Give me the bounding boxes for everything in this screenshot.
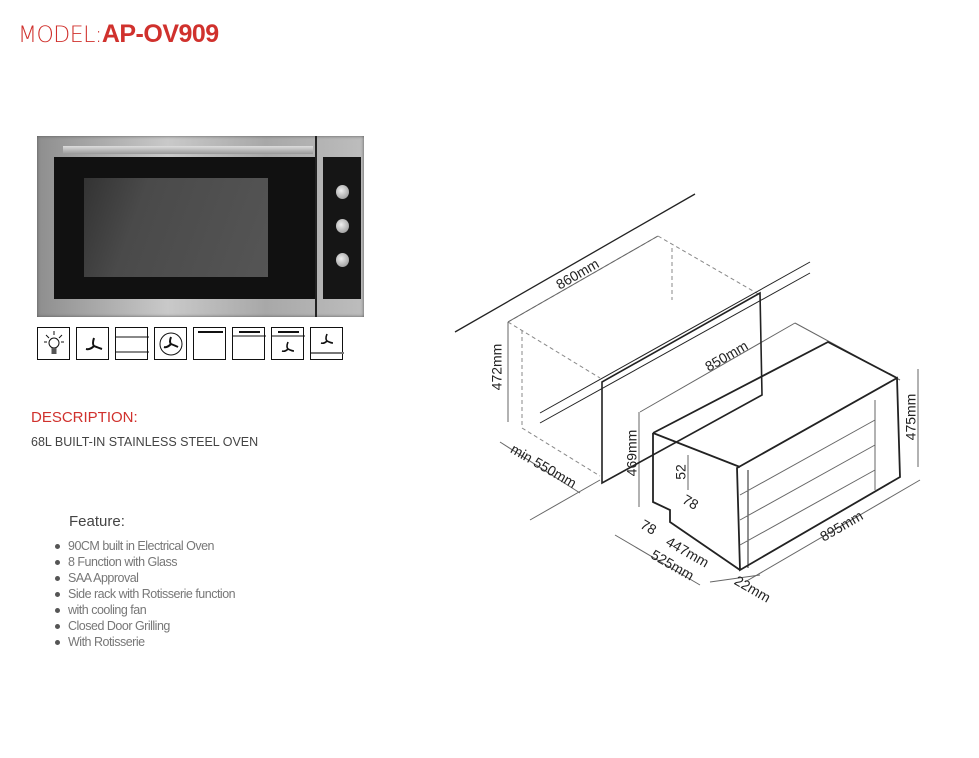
model-title: MODEL:AP-OV909 [18, 20, 219, 48]
list-item: SAA Approval [55, 570, 235, 586]
oven-door [54, 157, 315, 299]
dim-475: 475mm [903, 394, 919, 441]
list-item: 90CM built in Electrical Oven [55, 538, 235, 554]
light-bulb-icon [37, 327, 70, 360]
feature-heading: Feature: [69, 513, 125, 530]
description-text: 68L BUILT-IN STAINLESS STEEL OVEN [31, 435, 259, 449]
dim-860: 860mm [553, 255, 601, 292]
wall-line [454, 193, 696, 333]
glass-panel [601, 291, 763, 485]
top-bottom-heat-icon [115, 327, 149, 360]
bottom-fan-icon [310, 327, 344, 360]
oven-handle [63, 146, 313, 154]
feature-list: 90CM built in Electrical Oven 8 Function… [55, 538, 236, 650]
dim-850: 850mm [702, 337, 750, 374]
list-item: Closed Door Grilling [55, 618, 235, 634]
control-panel [315, 136, 366, 317]
fan-circle-icon [154, 327, 187, 360]
knob [336, 185, 349, 199]
list-item: Side rack with Rotisserie function [55, 586, 236, 602]
knob [336, 253, 349, 267]
dim-min-550: min 550mm [508, 441, 579, 491]
grill-fan-icon [271, 327, 305, 360]
worktop-line [539, 272, 811, 424]
list-item: with cooling fan [55, 602, 235, 618]
dim-895: 895mm [817, 507, 865, 544]
list-item: With Rotisserie [55, 634, 235, 650]
knob [336, 219, 349, 233]
dim-52: 52 [673, 464, 689, 480]
function-icons [37, 327, 344, 360]
description-heading: DESCRIPTION: [31, 409, 138, 426]
dim-78-inner: 78 [680, 491, 702, 513]
dimension-lines [499, 235, 921, 586]
fan-icon [76, 327, 109, 360]
dim-472: 472mm [489, 344, 505, 391]
top-heat-icon [193, 327, 226, 360]
oven-photo [37, 136, 364, 317]
top-grill-icon [232, 327, 266, 360]
dim-469: 469mm [624, 430, 640, 477]
list-item: 8 Function with Glass [55, 554, 235, 570]
worktop-line [539, 261, 811, 414]
oven-outline [652, 340, 901, 572]
dim-78: 78 [638, 516, 660, 538]
